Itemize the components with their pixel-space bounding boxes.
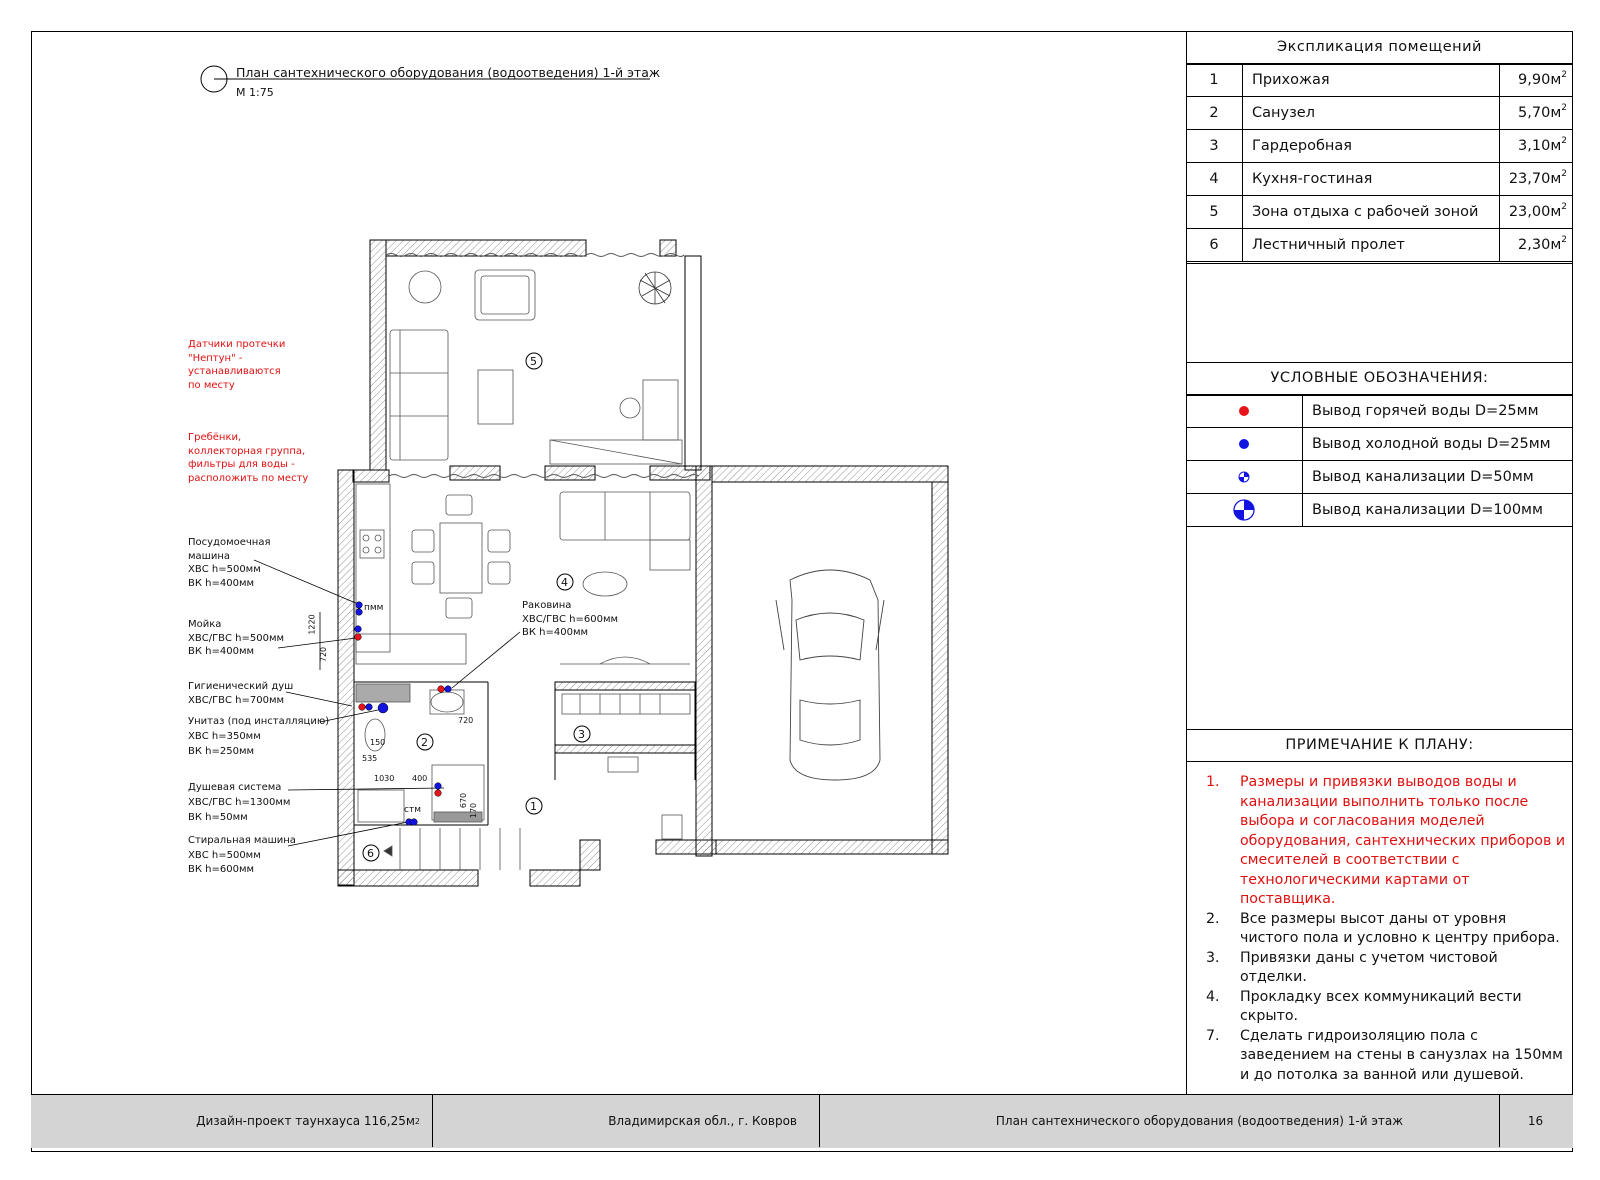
red-dot-icon xyxy=(1186,395,1302,427)
explication-title: Экспликация помещений xyxy=(1186,31,1573,64)
explication-name: Зона отдыха с рабочей зоной xyxy=(1252,204,1479,220)
label-stm: стм xyxy=(404,805,421,815)
stamp-sheet-title: План сантехнического оборудования (водоо… xyxy=(820,1095,1500,1147)
legend-title: УСЛОВНЫЕ ОБОЗНАЧЕНИЯ: xyxy=(1186,362,1573,395)
explication-num: 4 xyxy=(1209,171,1219,187)
note-item: 7.Сделать гидроизоляцию пола с заведение… xyxy=(1206,1027,1563,1083)
room-markers xyxy=(362,352,591,862)
explication-name: Санузел xyxy=(1252,105,1315,121)
explication-name: Гардеробная xyxy=(1252,138,1352,154)
water-outlets xyxy=(354,601,452,826)
dim-170: 170 xyxy=(469,802,479,819)
drawing-scale: М 1:75 xyxy=(236,86,274,99)
room-number-4: 4 xyxy=(561,576,568,589)
legend-row: Вывод горячей воды D=25мм xyxy=(1186,395,1573,428)
dim-1220: 1220 xyxy=(307,614,317,635)
floor-plan xyxy=(253,239,949,887)
stamp-location: Владимирская обл., г. Ковров xyxy=(433,1095,820,1147)
explication-name: Кухня-гостиная xyxy=(1252,171,1373,187)
room-number-2: 2 xyxy=(421,736,428,749)
legend-label: Вывод холодной воды D=25мм xyxy=(1312,436,1551,452)
blue-dot-icon xyxy=(1186,428,1302,460)
notes-title: ПРИМЕЧАНИЕ К ПЛАНУ: xyxy=(1186,729,1573,762)
dim-400: 400 xyxy=(412,774,428,783)
drawing-sheet-frame xyxy=(31,31,1573,1152)
explication-num: 6 xyxy=(1209,237,1219,253)
legend-row: Вывод канализации D=100мм xyxy=(1186,494,1573,527)
room-number-1: 1 xyxy=(530,800,537,813)
callout-toilet: Унитаз (под инсталляцию)ХВС h=350мм ВК h… xyxy=(188,716,330,757)
explication-num: 5 xyxy=(1209,204,1219,220)
explication-num: 1 xyxy=(1209,72,1219,88)
note-item: 4.Прокладку всех коммуникаций вести скры… xyxy=(1206,988,1522,1025)
notes-list: 1.Размеры и привязки выводов воды и кана… xyxy=(1206,773,1568,1085)
walls xyxy=(337,239,949,887)
explication-num: 3 xyxy=(1209,138,1219,154)
explication-name: Прихожая xyxy=(1252,72,1330,88)
manifold-note: Гребёнки,коллекторная группа, фильтры дл… xyxy=(188,432,309,484)
drawing-title: План сантехнического оборудования (водоо… xyxy=(236,65,661,80)
dim-1030: 1030 xyxy=(374,774,395,783)
sewer-50-icon xyxy=(1186,461,1302,493)
title-marker xyxy=(200,65,650,93)
leader-lines xyxy=(253,559,521,847)
legend-row: Вывод холодной воды D=25мм xyxy=(1186,428,1573,461)
legend-row: Вывод канализации D=50мм xyxy=(1186,461,1573,494)
explication-name: Лестничный пролет xyxy=(1252,237,1405,253)
legend-label: Вывод канализации D=50мм xyxy=(1312,469,1534,485)
dim-535: 535 xyxy=(362,754,378,763)
room-number-5: 5 xyxy=(530,355,537,368)
note-item: 1.Размеры и привязки выводов воды и кана… xyxy=(1206,774,1566,907)
sewer-100-icon xyxy=(1186,494,1302,526)
right-panel-border xyxy=(1186,31,1574,1094)
dim-720-b: 720 xyxy=(458,716,474,725)
room-number-3: 3 xyxy=(578,728,585,741)
label-pmm: пмм xyxy=(364,603,384,613)
note-item: 3.Привязки даны с учетом чистовой отделк… xyxy=(1206,949,1498,986)
room-number-6: 6 xyxy=(367,847,374,860)
dim-720-a: 720 xyxy=(319,646,329,663)
legend-label: Вывод горячей воды D=25мм xyxy=(1312,403,1539,419)
stamp-sheet-number: 16 xyxy=(1527,1114,1544,1128)
note-item: 2.Все размеры высот даны от уровня чисто… xyxy=(1206,910,1560,947)
dim-150: 150 xyxy=(370,738,386,747)
explication-num: 2 xyxy=(1209,105,1219,121)
legend-label: Вывод канализации D=100мм xyxy=(1312,502,1543,518)
leak-sensor-note: Датчики протечки"Нептун" - устанавливают… xyxy=(188,339,286,391)
car-icon xyxy=(775,569,885,781)
furniture xyxy=(389,269,683,465)
